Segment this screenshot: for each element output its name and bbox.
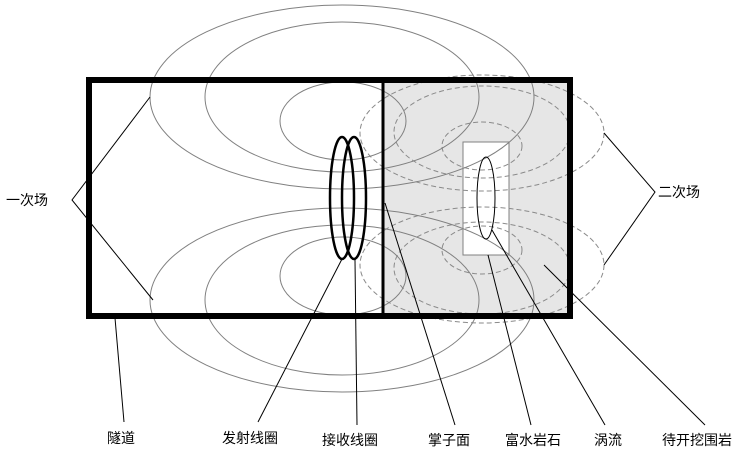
label-tunnel-face: 掌子面	[428, 433, 470, 449]
secondary-field-line	[441, 121, 523, 171]
label-eddy-current: 涡流	[594, 433, 622, 449]
leader-primary-field	[71, 96, 154, 301]
water-rich-rock	[462, 141, 510, 256]
label-transmit-coil: 发射线圈	[222, 431, 278, 447]
label-receive-coil: 接收线圈	[322, 433, 378, 449]
leader-tunnel-face	[384, 202, 456, 426]
receive-coil	[340, 135, 368, 261]
label-water-rich-rock: 富水岩石	[505, 433, 561, 449]
label-tunnel: 隧道	[107, 431, 135, 447]
label-rock-to-excavate: 待开挖围岩	[662, 433, 732, 449]
leader-eddy-current	[491, 229, 606, 426]
label-primary-field: 一次场	[6, 193, 48, 209]
eddy-current-loop	[476, 156, 496, 240]
secondary-field-line	[441, 225, 523, 275]
leader-water-rich-rock	[487, 254, 532, 426]
leader-transmit-coil	[257, 258, 343, 423]
leader-lines	[71, 96, 706, 426]
leader-receive-coil	[354, 259, 358, 426]
tunnel-outline	[86, 77, 573, 319]
label-secondary-field: 二次场	[658, 185, 700, 201]
leader-secondary-field	[603, 132, 656, 266]
leader-rock-to-excavate	[543, 264, 706, 426]
leader-tunnel	[114, 317, 125, 423]
